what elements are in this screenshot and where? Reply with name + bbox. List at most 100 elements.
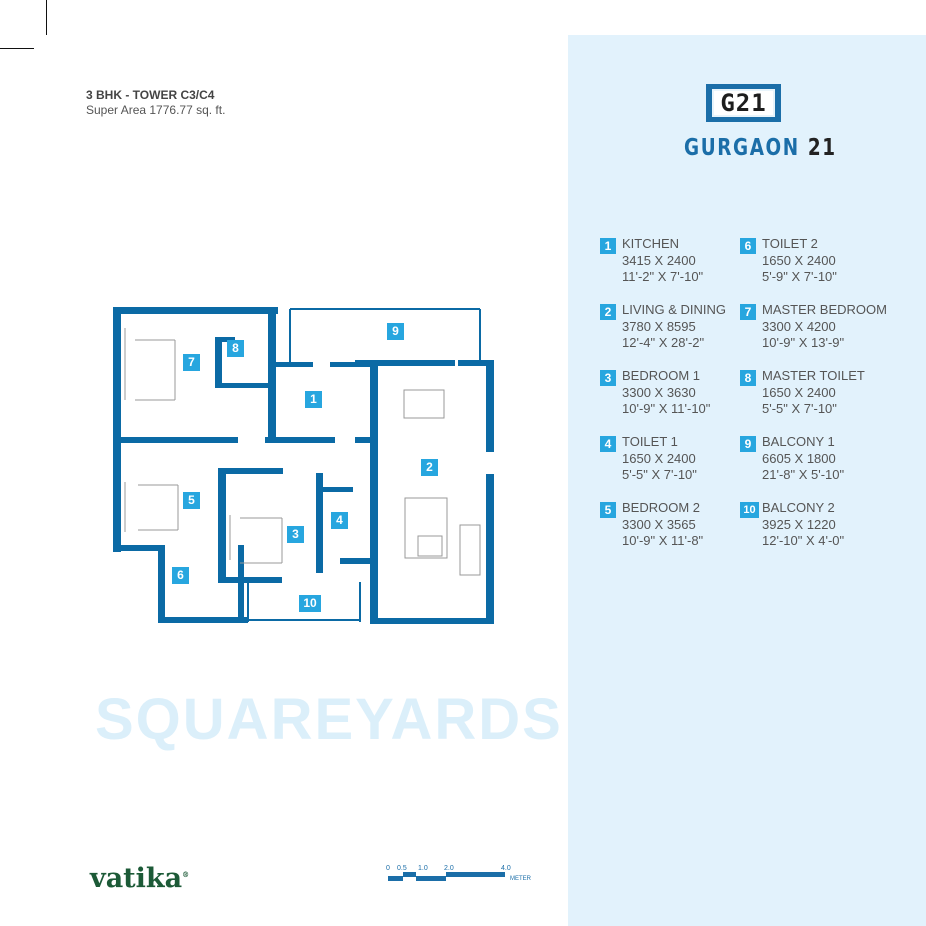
wall (370, 360, 378, 624)
dining-table (403, 389, 445, 419)
room-label-8: 8 (227, 340, 244, 357)
room-label-3: 3 (287, 526, 304, 543)
room-size-mm: 6605 X 1800 (762, 450, 836, 466)
wall (158, 545, 165, 623)
room-label-4: 4 (331, 512, 348, 529)
wall (113, 307, 121, 552)
room-number-badge: 7 (740, 304, 756, 320)
scale-unit: METER (510, 876, 531, 882)
wall (215, 337, 235, 342)
room-label-7: 7 (183, 354, 200, 371)
room-number-badge: 10 (740, 502, 759, 518)
scale-segment (403, 872, 416, 877)
room-label-1: 1 (305, 391, 322, 408)
room-size-mm: 3925 X 1220 (762, 516, 836, 532)
room-name: LIVING & DINING (622, 302, 727, 317)
wall (158, 617, 248, 623)
wall (268, 307, 276, 442)
room-size-mm: 3300 X 3630 (622, 384, 696, 400)
wall (113, 307, 278, 314)
scale-tick: 0 (386, 865, 390, 872)
room-number-badge: 2 (600, 304, 616, 320)
coffee-table (417, 535, 443, 557)
room-size-ft: 21'-8" X 5'-10" (762, 467, 845, 482)
room-label-5: 5 (183, 492, 200, 509)
room-size-mm: 3415 X 2400 (622, 252, 696, 268)
room-size-ft: 11'-2" X 7'-10" (622, 269, 704, 284)
wall (340, 558, 372, 564)
room-name: KITCHEN (622, 236, 680, 251)
unit-title: 3 BHK - TOWER C3/C4 (86, 88, 215, 102)
room-size-ft: 5'-5" X 7'-10" (622, 467, 697, 482)
room-name: TOILET 1 (622, 434, 678, 449)
wall (218, 468, 283, 474)
wall (355, 360, 455, 366)
scale-segment (388, 876, 403, 881)
g21-logo: G21 (706, 84, 781, 122)
info-panel (568, 35, 926, 926)
wall (458, 360, 494, 366)
wall (268, 362, 313, 367)
wall (218, 468, 226, 583)
scale-tick: 2.0 (444, 865, 454, 872)
room-number-badge: 4 (600, 436, 616, 452)
sofa-set (404, 497, 448, 559)
sofa (459, 524, 481, 576)
wall (372, 618, 494, 624)
room-size-ft: 10'-9" X 13'-9" (762, 335, 845, 350)
crop-mark-horizontal (0, 48, 34, 49)
wall (238, 545, 244, 623)
wall (486, 474, 494, 624)
wall (220, 577, 282, 583)
room-number-badge: 5 (600, 502, 616, 518)
wall (265, 437, 335, 443)
project-name: GURGAON 21 (684, 135, 837, 161)
room-size-ft: 12'-4" X 28'-2" (622, 335, 705, 350)
room-size-mm: 1650 X 2400 (762, 252, 836, 268)
room-size-ft: 5'-9" X 7'-10" (762, 269, 837, 284)
room-label-2: 2 (421, 459, 438, 476)
room-size-ft: 5'-5" X 7'-10" (762, 401, 837, 416)
wall (486, 360, 494, 452)
room-size-mm: 3300 X 3565 (622, 516, 696, 532)
room-name: BEDROOM 1 (622, 368, 701, 383)
room-name: BEDROOM 2 (622, 500, 701, 515)
room-size-ft: 10'-9" X 11'-8" (622, 533, 704, 548)
scale-segment (416, 876, 446, 881)
wall (316, 473, 323, 573)
room-number-badge: 3 (600, 370, 616, 386)
room-name: MASTER TOILET (762, 368, 865, 383)
room-size-mm: 3780 X 8595 (622, 318, 696, 334)
room-label-10: 10 (299, 595, 321, 612)
room-size-mm: 1650 X 2400 (762, 384, 836, 400)
room-number-badge: 9 (740, 436, 756, 452)
wall (113, 437, 238, 443)
scale-tick: 0.5 (397, 865, 407, 872)
room-name: BALCONY 2 (762, 500, 835, 515)
room-size-ft: 12'-10" X 4'-0" (762, 533, 845, 548)
room-number-badge: 6 (740, 238, 756, 254)
room-label-6: 6 (172, 567, 189, 584)
crop-mark-vertical (46, 0, 47, 35)
room-name: MASTER BEDROOM (762, 302, 887, 317)
wall (330, 362, 370, 367)
vatika-logo: vatika® (90, 863, 190, 894)
room-name: TOILET 2 (762, 236, 818, 251)
room-size-mm: 1650 X 2400 (622, 450, 696, 466)
scale-tick: 1.0 (418, 865, 428, 872)
wall (215, 383, 275, 388)
room-number-badge: 8 (740, 370, 756, 386)
watermark: SQUAREYARDS (95, 687, 563, 752)
